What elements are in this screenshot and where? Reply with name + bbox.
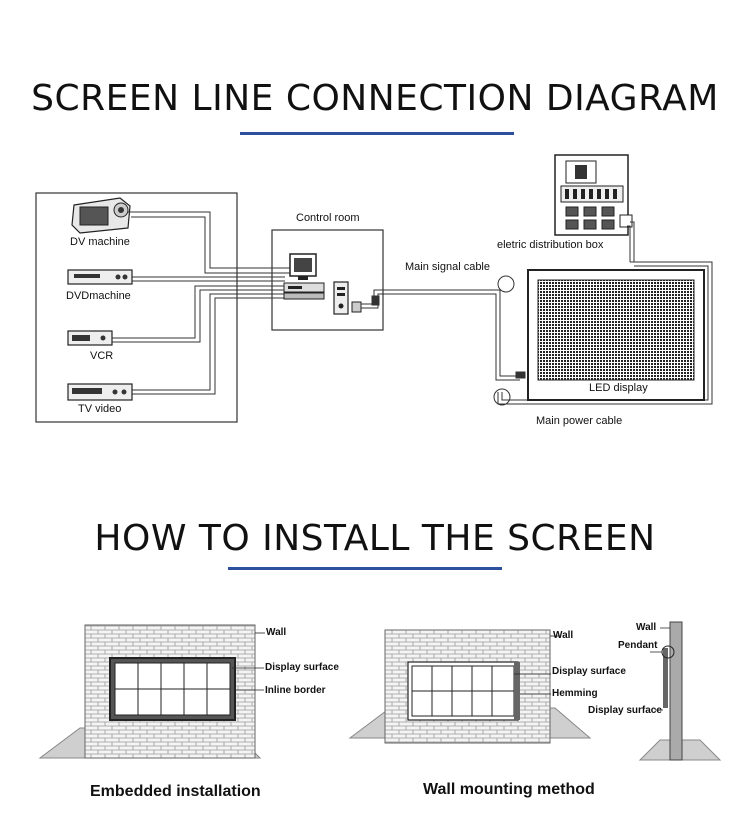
- control-room-frame: [271, 229, 384, 331]
- tv-video-icon: [67, 383, 133, 401]
- embedded-inline-border-label: Inline border: [265, 685, 326, 696]
- embedded-caption: Embedded installation: [90, 783, 261, 800]
- main-signal-cable-label: Main signal cable: [405, 261, 490, 273]
- power-cable-lines: [493, 221, 713, 406]
- computer-tower-icon: [333, 281, 362, 315]
- install-title-underline: [228, 567, 502, 570]
- embedded-screen: [109, 657, 236, 721]
- led-display-label: LED display: [589, 382, 648, 394]
- embedded-leaders: [232, 632, 265, 691]
- pendant-label: Pendant: [618, 640, 658, 651]
- connection-diagram-title: SCREEN LINE CONNECTION DIAGRAM: [31, 78, 719, 119]
- tv-video-label: TV video: [78, 403, 122, 415]
- main-signal-cable-line: [361, 275, 526, 381]
- mount-hemming-label: Hemming: [552, 688, 598, 699]
- dv-machine-icon: [71, 197, 131, 234]
- install-title: HOW TO INSTALL THE SCREEN: [94, 518, 656, 559]
- led-display-icon: [527, 269, 705, 401]
- side-display-surface-label: Display surface: [588, 705, 662, 716]
- mount-screen: [407, 661, 520, 721]
- embedded-display-surface-label: Display surface: [265, 662, 339, 673]
- mount-wall-label: Wall: [553, 630, 574, 641]
- side-wall-label: Wall: [636, 622, 657, 633]
- mount-wall: [348, 629, 592, 744]
- monitor-icon: [289, 253, 317, 280]
- main-power-cable-label: Main power cable: [536, 415, 623, 427]
- install-diagram: [38, 621, 722, 761]
- mount-caption: Wall mounting method: [423, 781, 595, 798]
- distribution-box-label: eletric distribution box: [497, 239, 604, 251]
- mount-display-surface-label: Display surface: [552, 666, 626, 677]
- distribution-box-icon: [554, 154, 633, 236]
- dv-machine-label: DV machine: [70, 236, 130, 248]
- vcr-label: VCR: [90, 350, 114, 362]
- sources-frame: [35, 192, 238, 423]
- source-cables: [112, 211, 290, 395]
- mount-leaders: [514, 635, 560, 695]
- processor-icon: [283, 282, 325, 300]
- control-room-label: Control room: [296, 212, 360, 224]
- side-view: [638, 621, 722, 761]
- embedded-wall-label: Wall: [266, 627, 287, 638]
- title-underline: [240, 132, 514, 135]
- dvd-machine-label: DVDmachine: [66, 290, 131, 302]
- dvd-machine-icon: [67, 269, 133, 285]
- connection-diagram: [35, 154, 713, 423]
- vcr-icon: [67, 330, 113, 346]
